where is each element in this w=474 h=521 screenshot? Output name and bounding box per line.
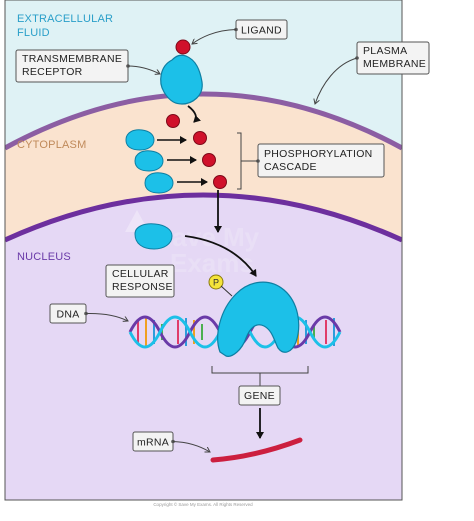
mrna-label: mRNA	[137, 437, 169, 449]
phosphate-tag-label: P	[213, 278, 219, 288]
phosphorylation-label-line-1: PHOSPHORYLATION	[264, 148, 373, 160]
gene-label: GENE	[244, 390, 275, 402]
phosphate-group-3	[202, 153, 216, 167]
mrna-callout: mRNA	[132, 431, 210, 453]
receptor-callout: TRANSMEMBRANE RECEPTOR	[15, 49, 160, 83]
phosphate-group-4	[213, 175, 227, 189]
mrna-pointer	[172, 441, 210, 453]
receptor-pointer	[127, 65, 160, 74]
transcription-factor-arrow	[184, 235, 257, 277]
phosphate-group-2	[193, 131, 207, 145]
dna-label: DNA	[56, 309, 79, 321]
cell-regions	[5, 0, 402, 500]
cellular-response-callout: CELLULAR RESPONSE	[105, 264, 175, 298]
cellular-response-label-line-1: CELLULAR	[112, 268, 169, 280]
receptor-label-line-2: RECEPTOR	[22, 66, 83, 78]
transmembrane-receptor	[160, 54, 203, 105]
phosphorylation-label-line-2: CASCADE	[264, 161, 317, 173]
cellular-response-label: CELLULAR RESPONSE	[112, 268, 173, 293]
phosphorylation-bracket	[237, 132, 250, 190]
phosphorylation-callout: PHOSPHORYLATION CASCADE	[237, 132, 385, 190]
ligand-pointer	[192, 29, 237, 45]
kinase-2	[134, 150, 164, 172]
ligand-label: LIGAND	[241, 25, 282, 37]
phosphate-tag-line	[220, 285, 233, 297]
plasma-membrane-label-line-1: PLASMA	[363, 45, 407, 57]
ligand-molecule	[175, 39, 191, 55]
plasma-membrane	[5, 91, 402, 151]
plasma-membrane-label-line-2: MEMBRANE	[363, 58, 426, 70]
cytoplasm-label: CYTOPLASM	[17, 139, 86, 151]
extracellular-label-line-1: EXTRACELLULAR	[17, 13, 113, 25]
dna-callout: DNA	[49, 303, 128, 324]
gene-label-box: GENE	[238, 385, 281, 406]
extracellular-label-line-2: FLUID	[17, 27, 50, 39]
plasma-membrane-label: PLASMA MEMBRANE	[363, 45, 426, 70]
nuclear-envelope	[5, 192, 402, 243]
kinase-3	[144, 172, 174, 194]
bound-transcription-factor	[217, 281, 300, 357]
mrna-strand	[210, 437, 303, 463]
phosphate-tag	[208, 274, 224, 290]
phosphate-group-1	[166, 114, 180, 128]
receptor-label-line-1: TRANSMEMBRANE	[22, 53, 122, 65]
diagram-frame	[4, 0, 403, 501]
receptor-label: TRANSMEMBRANE RECEPTOR	[22, 53, 125, 78]
kinase-1	[125, 129, 155, 151]
transcription-factor	[134, 223, 173, 250]
cellular-response-label-line-2: RESPONSE	[112, 281, 173, 293]
dna-pointer	[85, 312, 128, 321]
receptor-activation-arrow	[187, 105, 202, 123]
extracellular-label: EXTRACELLULAR FLUID	[17, 13, 116, 39]
nucleus-label: NUCLEUS	[17, 251, 71, 263]
plasma-membrane-pointer	[315, 57, 358, 104]
watermark-line-2: Exams	[170, 248, 254, 278]
plasma-membrane-callout: PLASMA MEMBRANE	[315, 41, 430, 104]
ligand-callout: LIGAND	[192, 19, 288, 45]
kinase-cascade	[125, 129, 227, 194]
copyright-footer: Copyright © Save My Exams. All Rights Re…	[153, 501, 253, 507]
phosphorylation-label: PHOSPHORYLATION CASCADE	[264, 148, 376, 173]
